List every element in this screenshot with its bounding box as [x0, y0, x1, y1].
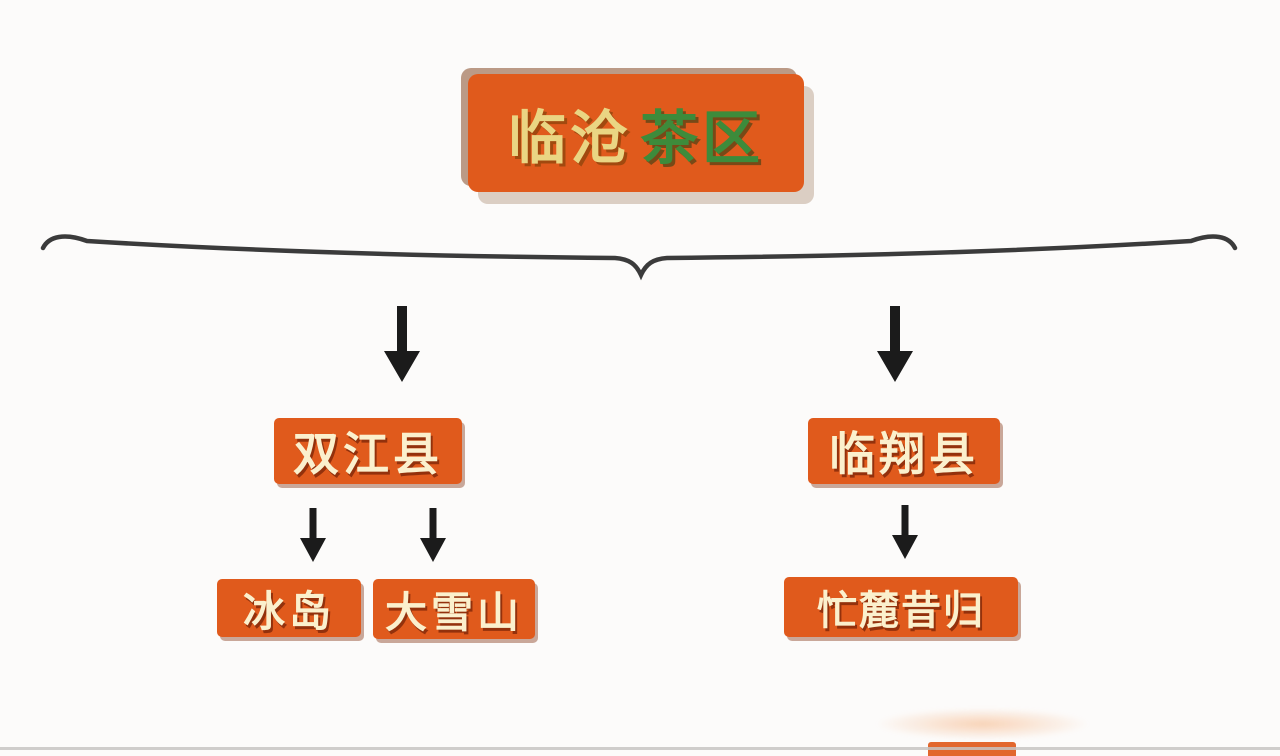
node-label: 双江县 [293, 427, 443, 481]
down-arrow-icon [877, 306, 913, 382]
down-arrow-icon [384, 306, 420, 382]
root-node-tea-region: 临沧 茶区 [468, 74, 804, 192]
down-arrow-icon [892, 505, 918, 559]
root-label-primary: 临沧 [507, 104, 632, 172]
node-bingdao: 冰岛 [217, 579, 361, 637]
node-daxueshan: 大雪山 [373, 579, 535, 639]
node-label: 忙麓昔归 [817, 588, 985, 634]
bottom-smudge-artifact [875, 708, 1090, 740]
node-label: 临翔县 [829, 427, 979, 481]
node-shuangjiang-county: 双江县 [274, 418, 462, 484]
down-arrow-icon [420, 508, 446, 562]
bottom-divider-line [0, 747, 1280, 750]
down-arrow-icon [300, 508, 326, 562]
root-label-secondary: 茶区 [640, 104, 765, 172]
node-linxiang-county: 临翔县 [808, 418, 1000, 484]
node-manglu-xigui: 忙麓昔归 [784, 577, 1018, 637]
brace-connector-icon [40, 234, 1238, 281]
node-label: 冰岛 [242, 586, 335, 636]
node-label: 大雪山 [384, 587, 523, 637]
